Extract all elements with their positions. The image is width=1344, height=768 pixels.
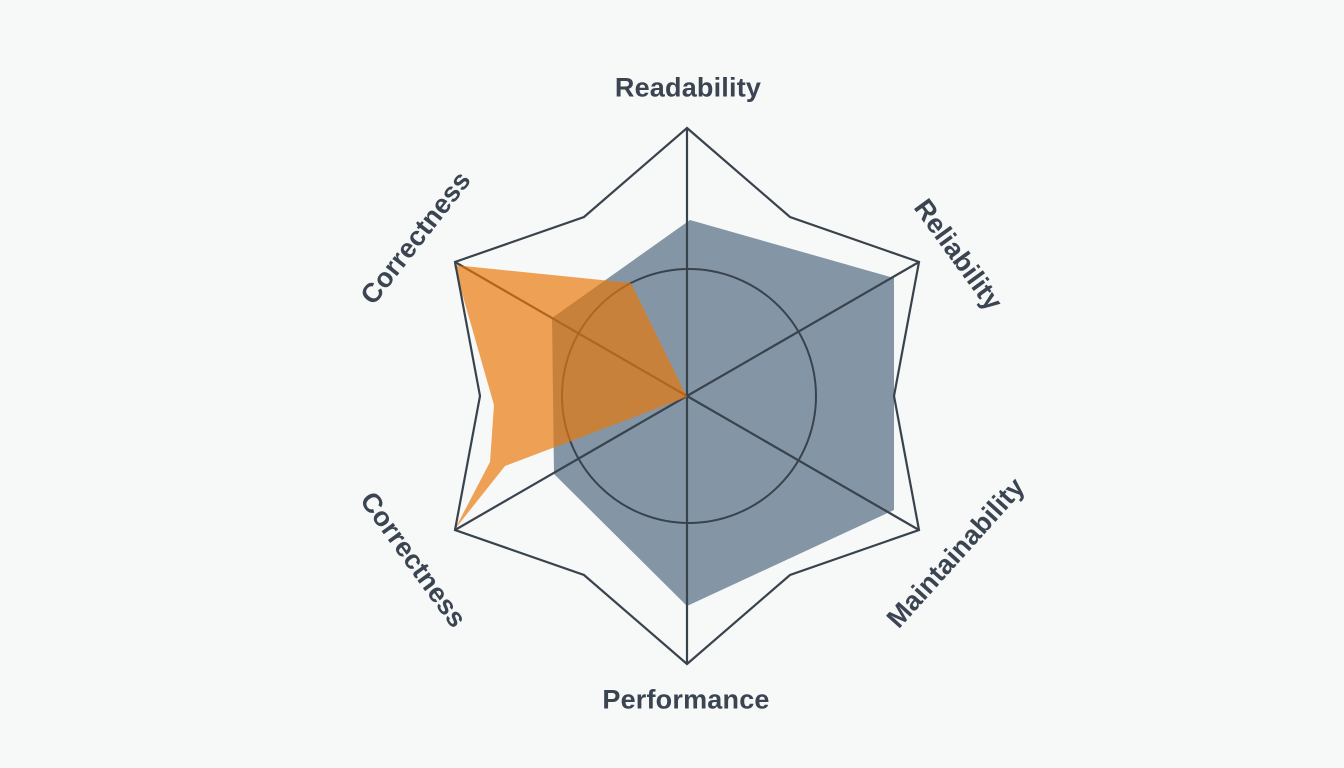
axis-label-0-readability: Readability — [614, 72, 762, 103]
axis-spoke-1 — [686, 261, 920, 397]
grid-star-outline — [453, 126, 921, 666]
series-orange-region — [454, 265, 687, 529]
axis-spoke-4 — [454, 395, 688, 531]
axis-label-3-performance: Performance — [602, 684, 770, 715]
axis-spoke-2 — [686, 395, 920, 531]
